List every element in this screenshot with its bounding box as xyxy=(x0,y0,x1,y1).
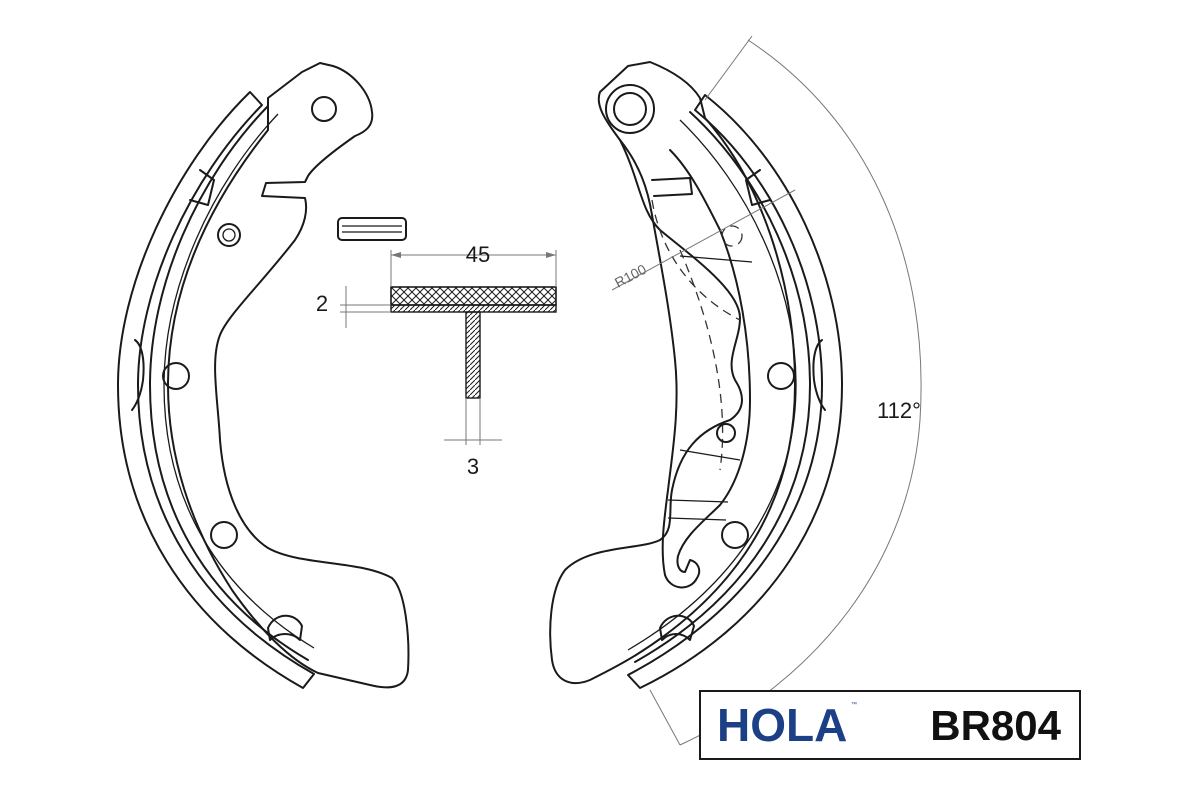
right-lining xyxy=(627,94,843,689)
right-hole-small xyxy=(716,423,736,443)
right-hole-middle xyxy=(767,362,795,390)
right-lever xyxy=(619,139,751,589)
spring-clip xyxy=(337,217,407,241)
left-stud xyxy=(217,223,241,247)
left-web xyxy=(167,62,410,689)
right-brake-shoe xyxy=(549,61,843,689)
brand-box: HOLA ™ BR804 xyxy=(699,690,1081,760)
left-hole-middle xyxy=(162,362,190,390)
arc-angle-label: 112° xyxy=(877,398,921,423)
right-rim xyxy=(634,111,811,663)
left-brake-shoe xyxy=(117,62,410,689)
web-section xyxy=(465,311,481,399)
lining-cross-section xyxy=(337,217,557,399)
web-thickness-label: 3 xyxy=(467,454,479,479)
left-pivot-hole xyxy=(311,96,337,122)
rim-section xyxy=(390,304,557,313)
lining-thickness-label: 2 xyxy=(316,291,328,316)
radius-label: R100 xyxy=(612,261,649,291)
left-lining xyxy=(117,91,315,689)
left-hole-lower xyxy=(210,521,238,549)
left-lower-tab xyxy=(267,614,303,641)
right-web xyxy=(549,61,796,685)
trademark-mark: ™ xyxy=(851,702,857,708)
dimension-lines xyxy=(340,35,922,746)
right-hole-lower xyxy=(721,521,749,549)
left-rim xyxy=(149,105,309,661)
lining-width-label: 45 xyxy=(466,242,490,267)
part-number: BR804 xyxy=(930,702,1061,749)
right-lower-tab xyxy=(659,614,695,641)
lining-section xyxy=(390,286,557,306)
right-pivot-boss xyxy=(605,84,655,134)
brand-logo: HOLA xyxy=(717,699,848,751)
right-pivot-hole xyxy=(613,92,647,126)
